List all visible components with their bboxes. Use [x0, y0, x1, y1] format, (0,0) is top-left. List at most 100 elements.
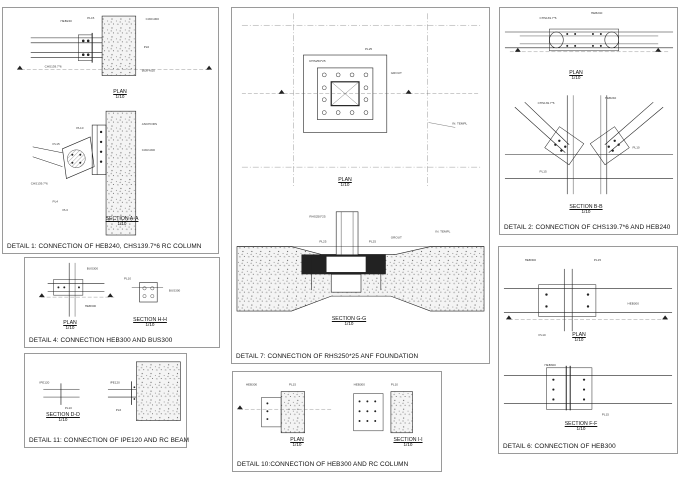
view-scale: 1/10	[574, 337, 584, 343]
svg-text:PL6: PL6	[116, 408, 122, 412]
view-scale: 1/10	[576, 426, 586, 432]
detail-2-plan-title: PLAN 1/10	[569, 70, 583, 81]
svg-text:IPE120: IPE120	[39, 380, 49, 384]
svg-text:IN. TEMPL: IN. TEMPL	[452, 121, 467, 125]
view-scale: 1/10	[581, 209, 591, 215]
view-title: SECTION I-I	[393, 437, 423, 443]
view-scale: 1/10	[292, 442, 302, 448]
svg-text:PL15: PL15	[289, 383, 296, 387]
svg-text:PL10: PL10	[539, 333, 546, 337]
detail-1-plan-title: PLAN 1/10	[113, 89, 127, 100]
view-scale: 1/10	[344, 321, 354, 327]
svg-text:PL10: PL10	[76, 126, 83, 130]
svg-text:PL6: PL6	[144, 45, 150, 49]
svg-text:PL10: PL10	[633, 146, 640, 150]
detail-11-section-title: SECTION D-D 1/10	[46, 412, 80, 423]
svg-text:CHS139.7*6: CHS139.7*6	[538, 101, 555, 105]
detail-6-plan-title: PLAN 1/10	[572, 332, 586, 343]
svg-text:PL15: PL15	[87, 16, 94, 20]
view-title: SECTION D-D	[46, 412, 80, 418]
svg-text:PL3: PL3	[62, 208, 68, 212]
svg-text:HEB300: HEB300	[246, 383, 258, 387]
detail-11-caption: DETAIL 11: CONNECTION OF IPE120 AND RC B…	[29, 437, 190, 444]
svg-text:HEB300: HEB300	[525, 258, 537, 262]
svg-text:HEB240: HEB240	[605, 96, 617, 100]
svg-text:PL15: PL15	[594, 258, 601, 262]
view-scale: 1/10	[115, 94, 125, 100]
svg-text:PL25: PL25	[319, 240, 326, 244]
svg-text:ANCHORS: ANCHORS	[142, 122, 157, 126]
svg-text:CHS139.7*6: CHS139.7*6	[540, 16, 557, 20]
view-scale: 1/10	[571, 75, 581, 81]
svg-text:PL15: PL15	[53, 142, 60, 146]
detail-10-caption: DETAIL 10:CONNECTION OF HEB300 AND RC CO…	[237, 461, 409, 468]
detail-10-drawing: HEB300 PL15 HEB300 PL10	[237, 383, 413, 434]
svg-text:HEB300: HEB300	[628, 302, 640, 306]
svg-text:HEB240: HEB240	[60, 19, 72, 23]
svg-text:GROUT: GROUT	[391, 71, 402, 75]
svg-text:HEB300: HEB300	[85, 304, 97, 308]
view-scale: 1/10	[65, 325, 75, 331]
svg-text:HEB300: HEB300	[544, 363, 556, 367]
svg-text:C30/1300: C30/1300	[146, 17, 160, 21]
svg-text:C30/1300: C30/1300	[142, 148, 156, 152]
svg-text:CHS139.7*6: CHS139.7*6	[45, 65, 62, 69]
view-title: SECTION G-G	[331, 316, 367, 322]
detail-10-plan-title: PLAN 1/10	[290, 437, 304, 448]
view-title: PLAN	[290, 437, 304, 443]
detail-2-caption: DETAIL 2: CONNECTION OF CHS139.7*6 AND H…	[504, 224, 671, 231]
svg-text:BUS300: BUS300	[87, 267, 99, 271]
svg-text:PL15: PL15	[540, 169, 547, 173]
view-title: PLAN	[572, 332, 586, 338]
svg-text:PL10: PL10	[391, 383, 398, 387]
svg-text:IPE120: IPE120	[110, 380, 120, 384]
detail-7-section-title: SECTION G-G 1/10	[331, 316, 367, 327]
detail-10-panel: HEB300 PL15 HEB300 PL10 PLAN 1/10 SECTION …	[232, 371, 442, 472]
svg-text:HEB300: HEB300	[354, 383, 366, 387]
svg-text:BUS300: BUS300	[169, 288, 181, 292]
detail-6-caption: DETAIL 6: CONNECTION OF HEB300	[503, 443, 616, 450]
view-title: PLAN	[338, 177, 352, 183]
svg-text:HEB240: HEB240	[591, 11, 603, 15]
svg-text:PL10: PL10	[124, 277, 131, 281]
svg-text:GROUT: GROUT	[391, 236, 402, 240]
view-title: PLAN	[63, 320, 77, 326]
view-title: PLAN	[113, 89, 127, 95]
svg-text:PL10: PL10	[65, 406, 72, 410]
detail-7-caption: DETAIL 7: CONNECTION OF RHS250*25 ANF FO…	[236, 353, 419, 360]
svg-text:PL15: PL15	[602, 412, 609, 416]
svg-text:IN. TEMPL: IN. TEMPL	[435, 230, 450, 234]
detail-6-section-title: SECTION F-F 1/10	[564, 421, 598, 432]
detail-7-plan-title: PLAN 1/10	[338, 177, 352, 188]
view-scale: 1/10	[145, 322, 155, 328]
detail-10-section-title: SECTION I-I 1/10	[393, 437, 423, 448]
view-scale: 1/10	[403, 442, 413, 448]
view-title: SECTION H-H	[133, 317, 167, 323]
detail-1-section-title: SECTION A-A 1/10	[105, 216, 139, 227]
svg-text:RHS250*25: RHS250*25	[309, 59, 325, 63]
detail-4-section-title: SECTION H-H 1/10	[133, 317, 167, 328]
detail-4-caption: DETAIL 4: CONNECTION HEB300 AND BUS300	[29, 337, 173, 344]
detail-2-section-title: SECTION B-B 1/10	[569, 204, 602, 215]
svg-text:RHS250*25: RHS250*25	[309, 215, 325, 219]
svg-text:CHS139.7*6: CHS139.7*6	[31, 181, 48, 185]
view-scale: 1/10	[117, 221, 127, 227]
detail-4-plan-title: PLAN 1/10	[63, 320, 77, 331]
view-title: SECTION F-F	[564, 421, 598, 427]
view-title: SECTION A-A	[105, 216, 139, 222]
view-title: PLAN	[569, 70, 583, 76]
view-scale: 1/10	[58, 417, 68, 423]
view-scale: 1/10	[340, 182, 350, 188]
